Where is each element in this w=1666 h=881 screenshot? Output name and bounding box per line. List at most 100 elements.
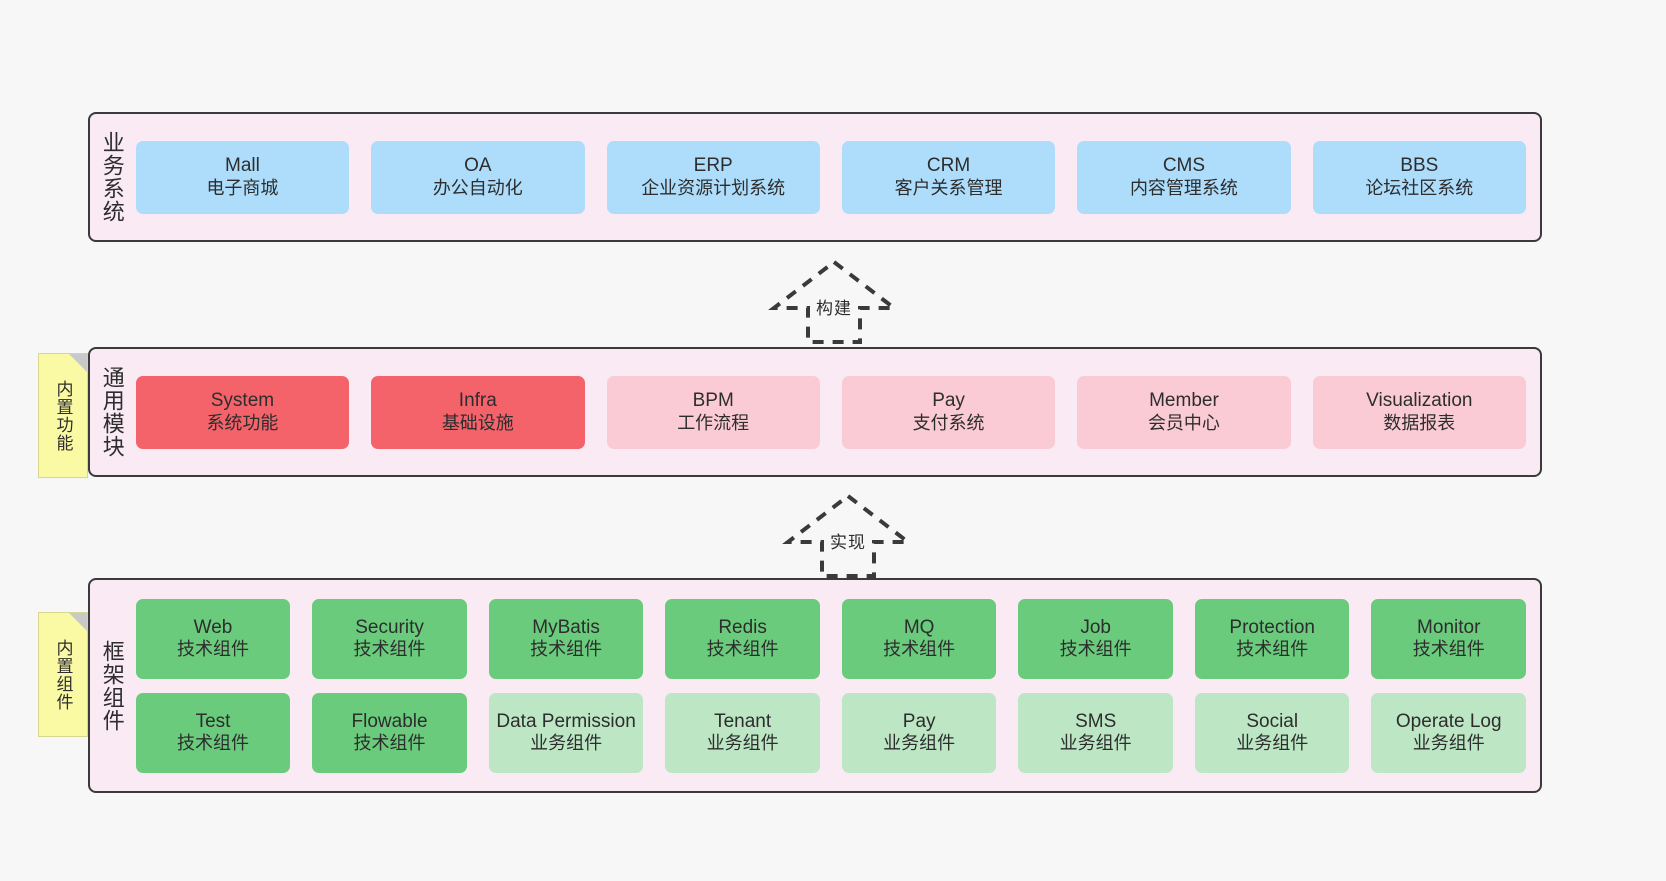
node-infra[interactable]: Infra 基础设施: [371, 375, 585, 449]
node-bbs[interactable]: BBS 论坛社区系统: [1312, 140, 1526, 214]
node-title: Social: [1246, 710, 1299, 732]
node-title: Operate Log: [1395, 710, 1502, 732]
node-title: ERP: [693, 155, 733, 177]
node-subtitle: 企业资源计划系统: [641, 177, 786, 198]
node-title: Test: [195, 710, 231, 732]
node-subtitle: 电子商城: [206, 177, 279, 198]
node-subtitle: 办公自动化: [432, 177, 523, 198]
note-builtin-functions-label: 内置功能: [53, 379, 73, 452]
node-subtitle: 技术组件: [1412, 639, 1485, 660]
layer-body-framework: Web 技术组件 Security 技术组件 MyBatis 技术组件 Redi…: [132, 580, 1540, 791]
node-visualization[interactable]: Visualization 数据报表: [1312, 375, 1526, 449]
node-title: Job: [1080, 616, 1111, 638]
node-title: Protection: [1229, 616, 1315, 638]
node-subtitle: 技术组件: [1236, 639, 1309, 660]
node-cms[interactable]: CMS 内容管理系统: [1077, 140, 1291, 214]
node-subtitle: 支付系统: [912, 412, 985, 433]
node-tenant[interactable]: Tenant 业务组件: [665, 692, 820, 773]
node-title: Data Permission: [496, 710, 636, 732]
node-subtitle: 业务组件: [1236, 733, 1309, 754]
node-title: Mall: [225, 155, 260, 177]
node-subtitle: 技术组件: [353, 733, 426, 754]
node-subtitle: 基础设施: [441, 412, 514, 433]
node-row: System 系统功能 Infra 基础设施 BPM 工作流程 Pay 支付系统…: [135, 375, 1526, 449]
node-title: Tenant: [714, 710, 772, 732]
node-subtitle: 工作流程: [677, 412, 750, 433]
node-title: Web: [193, 616, 233, 638]
node-subtitle: 业务组件: [1412, 733, 1485, 754]
node-row: Test 技术组件 Flowable 技术组件 Data Permission …: [135, 692, 1526, 773]
node-web[interactable]: Web 技术组件: [135, 598, 291, 679]
node-title: Redis: [718, 616, 767, 638]
node-flowable[interactable]: Flowable 技术组件: [312, 692, 467, 773]
node-title: CMS: [1162, 155, 1206, 177]
layer-body-modules: System 系统功能 Infra 基础设施 BPM 工作流程 Pay 支付系统…: [132, 349, 1540, 475]
node-pay-component[interactable]: Pay 业务组件: [841, 692, 997, 773]
note-builtin-components: 内置组件: [38, 612, 88, 737]
node-protection[interactable]: Protection 技术组件: [1194, 598, 1350, 679]
note-builtin-functions: 内置功能: [38, 353, 88, 478]
layer-title-business: 业务系统: [99, 131, 125, 223]
node-title: CRM: [926, 155, 971, 177]
node-operate-log[interactable]: Operate Log 业务组件: [1371, 692, 1526, 773]
node-mq[interactable]: MQ 技术组件: [841, 598, 997, 679]
build-arrow: 构建: [744, 256, 924, 346]
node-system[interactable]: System 系统功能: [135, 375, 350, 449]
layer-title-framework: 框架组件: [99, 639, 125, 732]
node-sms[interactable]: SMS 业务组件: [1018, 692, 1173, 773]
node-subtitle: 技术组件: [883, 639, 956, 660]
node-title: System: [210, 390, 275, 412]
node-erp[interactable]: ERP 企业资源计划系统: [606, 140, 820, 214]
node-redis[interactable]: Redis 技术组件: [665, 598, 820, 679]
node-subtitle: 业务组件: [530, 733, 603, 754]
node-title: MQ: [903, 616, 935, 638]
node-title: Security: [355, 616, 424, 638]
node-subtitle: 技术组件: [177, 733, 250, 754]
node-subtitle: 业务组件: [883, 733, 956, 754]
node-row: Mall 电子商城 OA 办公自动化 ERP 企业资源计划系统 CRM 客户关系…: [135, 140, 1526, 214]
node-security[interactable]: Security 技术组件: [312, 598, 467, 679]
node-title: Monitor: [1417, 616, 1481, 638]
layer-title-modules: 通用模块: [99, 366, 125, 458]
layer-business-systems: 业务系统 Mall 电子商城 OA 办公自动化 ERP 企业资源计划系统 CRM…: [88, 112, 1542, 242]
note-builtin-components-label: 内置组件: [53, 638, 73, 711]
node-subtitle: 业务组件: [1059, 733, 1132, 754]
node-title: Visualization: [1366, 390, 1473, 412]
node-test[interactable]: Test 技术组件: [135, 692, 291, 773]
node-mall[interactable]: Mall 电子商城: [135, 140, 350, 214]
node-monitor[interactable]: Monitor 技术组件: [1371, 598, 1526, 679]
node-title: SMS: [1075, 710, 1117, 732]
node-pay[interactable]: Pay 支付系统: [841, 375, 1056, 449]
node-title: Pay: [902, 710, 936, 732]
layer-body-business: Mall 电子商城 OA 办公自动化 ERP 企业资源计划系统 CRM 客户关系…: [132, 114, 1540, 240]
node-title: Infra: [458, 390, 497, 412]
node-subtitle: 技术组件: [1059, 639, 1132, 660]
node-title: Member: [1149, 390, 1219, 412]
node-subtitle: 论坛社区系统: [1365, 177, 1474, 198]
node-title: BPM: [692, 390, 734, 412]
node-oa[interactable]: OA 办公自动化: [371, 140, 585, 214]
node-subtitle: 业务组件: [706, 733, 779, 754]
node-title: OA: [464, 155, 492, 177]
node-title: MyBatis: [532, 616, 600, 638]
node-bpm[interactable]: BPM 工作流程: [606, 375, 820, 449]
layer-framework-components: 框架组件 Web 技术组件 Security 技术组件 MyBatis 技术组件…: [88, 578, 1542, 793]
node-crm[interactable]: CRM 客户关系管理: [841, 140, 1056, 214]
node-job[interactable]: Job 技术组件: [1018, 598, 1173, 679]
implement-arrow: 实现: [758, 490, 938, 580]
node-data-permission[interactable]: Data Permission 业务组件: [488, 692, 644, 773]
node-mybatis[interactable]: MyBatis 技术组件: [488, 598, 644, 679]
node-subtitle: 技术组件: [530, 639, 603, 660]
node-title: BBS: [1400, 155, 1439, 177]
node-subtitle: 系统功能: [206, 412, 279, 433]
node-subtitle: 客户关系管理: [894, 177, 1003, 198]
node-subtitle: 数据报表: [1383, 412, 1456, 433]
node-subtitle: 会员中心: [1147, 412, 1220, 433]
node-member[interactable]: Member 会员中心: [1077, 375, 1291, 449]
layer-common-modules: 通用模块 System 系统功能 Infra 基础设施 BPM 工作流程 Pay…: [88, 347, 1542, 477]
node-title: Flowable: [351, 710, 428, 732]
node-social[interactable]: Social 业务组件: [1194, 692, 1350, 773]
node-subtitle: 技术组件: [353, 639, 426, 660]
node-row: Web 技术组件 Security 技术组件 MyBatis 技术组件 Redi…: [135, 598, 1526, 679]
